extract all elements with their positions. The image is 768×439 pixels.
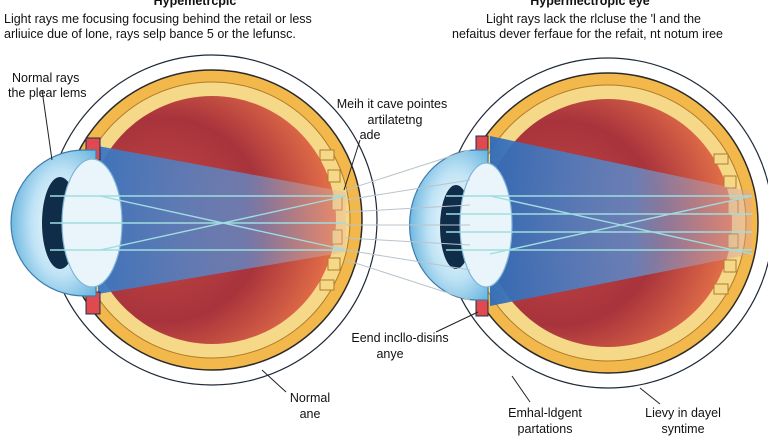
label-emhal-line2: partations	[517, 422, 573, 436]
center-pointers	[343, 139, 479, 333]
left-caption-line2: arliuice due of lone, rays selp bance 5 …	[4, 27, 296, 41]
center-label-bottom-line1: Eend incllo-disins	[351, 331, 449, 345]
left-title: Hypemetrcpic	[153, 0, 237, 8]
left-caption-line1: Light rays me focusing focusing behind t…	[4, 12, 312, 26]
right-title: Hypermectropic eye	[530, 0, 650, 8]
connecting-rays	[345, 149, 471, 301]
label-lievy-line2: syntime	[661, 422, 705, 436]
label-normal-rays-line2: the plear lems	[8, 86, 87, 100]
left-light-beam	[98, 146, 346, 294]
right-eye	[409, 57, 768, 405]
right-caption-line2: nefaitus dever ferfaue for the refait, n…	[452, 27, 723, 41]
label-lievy-line1: Lievy in dayel	[645, 406, 721, 420]
left-rays	[50, 195, 347, 251]
right-rays	[446, 195, 753, 255]
right-light-beam	[490, 136, 752, 306]
center-label-bottom-line2: anye	[376, 347, 404, 361]
right-pointers	[511, 375, 661, 405]
left-pointers	[41, 89, 287, 393]
label-normal-rays-line1: Normal rays	[12, 71, 80, 85]
label-emhal-line1: Emhal-ldgent	[508, 406, 582, 420]
label-normal-line1: Normal	[289, 391, 331, 405]
label-normal-line2: ane	[299, 407, 321, 421]
center-label-top-line2: artilatetng	[367, 113, 423, 127]
right-caption-line1: Light rays lack the rlcluse the 'l and t…	[486, 12, 702, 26]
center-label-top-line3: ade	[359, 128, 381, 142]
left-eye	[10, 54, 378, 393]
center-label-top-line1: Meih it cave pointes	[336, 97, 448, 111]
